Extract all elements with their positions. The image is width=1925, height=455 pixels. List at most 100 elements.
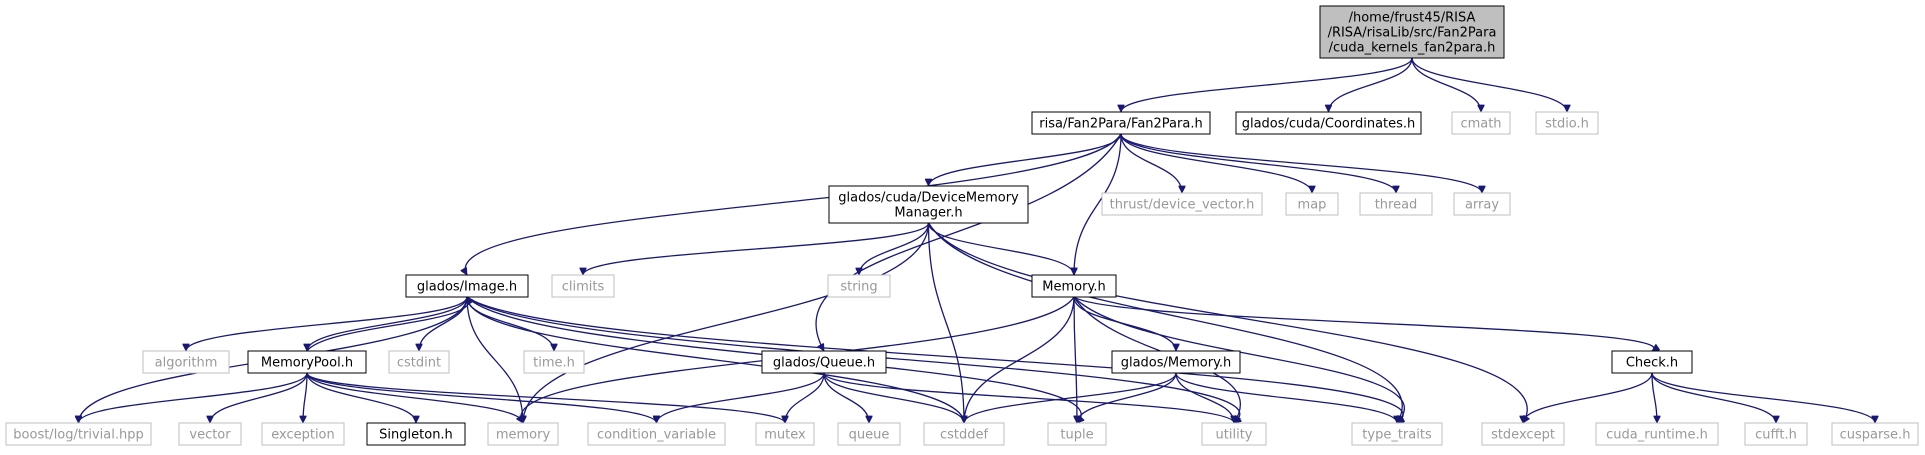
node-box-memoryh bbox=[1031, 274, 1117, 298]
node-coordinates[interactable]: glados/cuda/Coordinates.h bbox=[1235, 111, 1422, 135]
node-box-memory bbox=[487, 422, 559, 446]
node-cstddef: cstddef bbox=[923, 422, 1005, 446]
node-check[interactable]: Check.h bbox=[1611, 350, 1693, 374]
node-array: array bbox=[1453, 192, 1511, 216]
node-box-string bbox=[827, 274, 891, 298]
edge-memoryh-to-typetraits bbox=[1073, 296, 1406, 423]
edge-image-to-cstddef bbox=[466, 296, 964, 423]
node-box-typetraits bbox=[1351, 422, 1443, 446]
edge-queueh-to-condvar bbox=[657, 372, 825, 423]
edge-queueh-to-mutex bbox=[785, 372, 825, 423]
edge-mempool-to-mutex bbox=[306, 372, 785, 423]
node-box-condvar bbox=[587, 422, 726, 446]
node-box-cudaruntime bbox=[1595, 422, 1719, 446]
edge-image-to-mempool bbox=[307, 296, 468, 351]
node-box-queue bbox=[837, 422, 901, 446]
node-label-singleton: Singleton.h bbox=[379, 428, 453, 443]
nodes-layer: /home/frust45/RISA/RISA/risaLib/src/Fan2… bbox=[5, 5, 1919, 446]
node-gladosmem[interactable]: glados/Memory.h bbox=[1111, 350, 1241, 374]
edge-mempool-to-exception bbox=[303, 372, 308, 423]
node-typetraits: type_traits bbox=[1351, 422, 1443, 446]
node-label-cusparse: cusparse.h bbox=[1840, 428, 1911, 443]
node-cufft: cufft.h bbox=[1744, 422, 1808, 446]
edge-devmem-to-cstddef bbox=[927, 222, 965, 423]
node-label-timeh: time.h bbox=[533, 356, 575, 371]
node-label-image: glados/Image.h bbox=[417, 280, 517, 295]
node-box-climits bbox=[551, 274, 615, 298]
edge-root-to-stdio bbox=[1411, 57, 1567, 112]
edge-check-to-cudaruntime bbox=[1651, 372, 1657, 423]
node-vector: vector bbox=[178, 422, 242, 446]
node-box-exception bbox=[261, 422, 345, 446]
node-box-timeh bbox=[523, 350, 585, 374]
node-thread: thread bbox=[1359, 192, 1433, 216]
node-box-thread bbox=[1359, 192, 1433, 216]
node-queueh[interactable]: glados/Queue.h bbox=[761, 350, 887, 374]
node-label-root-line-1: /home/frust45/RISA bbox=[1349, 11, 1476, 26]
node-box-root bbox=[1319, 5, 1505, 59]
node-box-cusparse bbox=[1831, 422, 1919, 446]
edge-root-to-cmath bbox=[1411, 57, 1481, 112]
node-stdio: stdio.h bbox=[1535, 111, 1599, 135]
node-singleton[interactable]: Singleton.h bbox=[366, 422, 466, 446]
node-label-memory: memory bbox=[496, 428, 551, 443]
node-utility: utility bbox=[1201, 422, 1267, 446]
node-label-memoryh: Memory.h bbox=[1042, 280, 1105, 295]
edge-root-to-fan2para bbox=[1121, 57, 1413, 112]
node-label-thread: thread bbox=[1375, 198, 1418, 213]
node-image[interactable]: glados/Image.h bbox=[405, 274, 529, 298]
node-box-gladosmem bbox=[1111, 350, 1241, 374]
edge-fan2para-to-image bbox=[465, 133, 1122, 275]
node-label-condvar: condition_variable bbox=[597, 428, 716, 443]
node-label-queue: queue bbox=[849, 428, 890, 443]
edge-mempool-to-singleton bbox=[306, 372, 416, 423]
node-memory: memory bbox=[487, 422, 559, 446]
node-box-fan2para bbox=[1031, 111, 1211, 135]
node-label-climits: climits bbox=[562, 280, 605, 295]
node-box-mutex bbox=[755, 422, 815, 446]
edge-queueh-to-queue bbox=[823, 372, 869, 423]
node-box-cufft bbox=[1744, 422, 1808, 446]
edge-mempool-to-image bbox=[306, 297, 469, 352]
node-box-thrust bbox=[1101, 192, 1263, 216]
node-boostlog: boost/log/trivial.hpp bbox=[5, 422, 152, 446]
edge-fan2para-to-queueh bbox=[815, 133, 1122, 351]
node-memoryh[interactable]: Memory.h bbox=[1031, 274, 1117, 298]
edge-queueh-to-cstddef bbox=[823, 372, 964, 423]
node-root[interactable]: /home/frust45/RISA/RISA/risaLib/src/Fan2… bbox=[1319, 5, 1505, 59]
edge-gladosmem-to-tuple bbox=[1077, 372, 1177, 423]
node-map: map bbox=[1285, 192, 1339, 216]
node-label-map: map bbox=[1298, 198, 1327, 213]
edge-mempool-to-vector bbox=[210, 372, 308, 423]
edge-check-to-cusparse bbox=[1651, 372, 1875, 423]
node-cmath: cmath bbox=[1451, 111, 1511, 135]
node-label-string: string bbox=[840, 280, 877, 295]
node-label-cstddef: cstddef bbox=[940, 428, 989, 443]
node-box-stdexcept bbox=[1481, 422, 1565, 446]
edge-fan2para-to-devmem bbox=[929, 133, 1122, 186]
edge-check-to-stdexcept bbox=[1523, 372, 1653, 423]
edge-devmem-to-string bbox=[859, 222, 930, 275]
node-label-stdexcept: stdexcept bbox=[1491, 428, 1555, 443]
node-box-map bbox=[1285, 192, 1339, 216]
edge-mempool-to-condvar bbox=[306, 372, 657, 423]
node-label-array: array bbox=[1465, 198, 1499, 213]
node-cusparse: cusparse.h bbox=[1831, 422, 1919, 446]
node-label-queueh: glados/Queue.h bbox=[773, 356, 875, 371]
node-label-coordinates: glados/cuda/Coordinates.h bbox=[1242, 117, 1416, 132]
node-mempool[interactable]: MemoryPool.h bbox=[247, 350, 367, 374]
node-box-check bbox=[1611, 350, 1693, 374]
node-label-typetraits: type_traits bbox=[1362, 428, 1432, 443]
node-box-cmath bbox=[1451, 111, 1511, 135]
node-label-cmath: cmath bbox=[1460, 117, 1501, 132]
edge-check-to-cufft bbox=[1651, 372, 1776, 423]
node-queue: queue bbox=[837, 422, 901, 446]
node-label-mutex: mutex bbox=[764, 428, 806, 443]
edge-devmem-to-memory bbox=[523, 222, 930, 423]
node-box-devmem bbox=[828, 185, 1029, 224]
edge-devmem-to-climits bbox=[583, 222, 930, 275]
node-box-coordinates bbox=[1235, 111, 1422, 135]
node-box-cstddef bbox=[923, 422, 1005, 446]
node-fan2para[interactable]: risa/Fan2Para/Fan2Para.h bbox=[1031, 111, 1211, 135]
